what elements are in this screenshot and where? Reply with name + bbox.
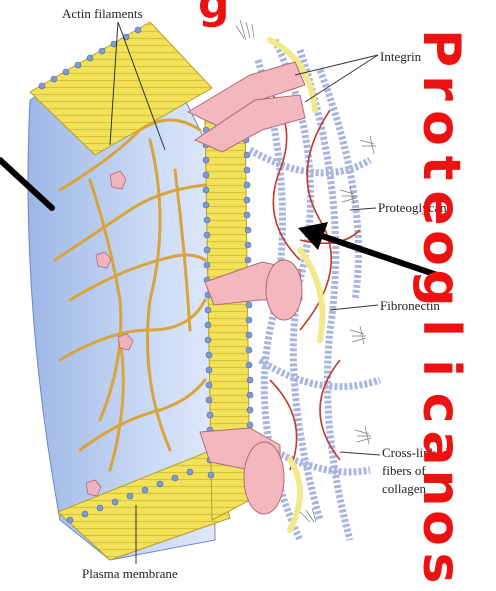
vertical-title-letter: o [421,508,461,548]
vertical-title-letter: o [421,108,461,148]
vertical-title-letter: g [421,268,461,308]
vertical-title-letter: P [421,28,461,68]
vertical-title-letter: n [421,468,461,508]
vertical-title-letter: a [421,428,461,468]
vertical-title-letter: l [421,308,461,348]
vertical-title-letter: i [421,348,461,388]
red-title-fragment: g [198,0,288,14]
vertical-title-letter: e [421,188,461,228]
vertical-title-letter: o [421,228,461,268]
vertical-title-letter: r [421,68,461,108]
vertical-title-letter: c [421,388,461,428]
label-plasma-membrane: Plasma membrane [82,566,178,581]
vertical-title-letter: s [421,548,461,588]
vertical-title-letter: t [421,148,461,188]
label-actin-filaments: Actin filaments [62,6,143,21]
